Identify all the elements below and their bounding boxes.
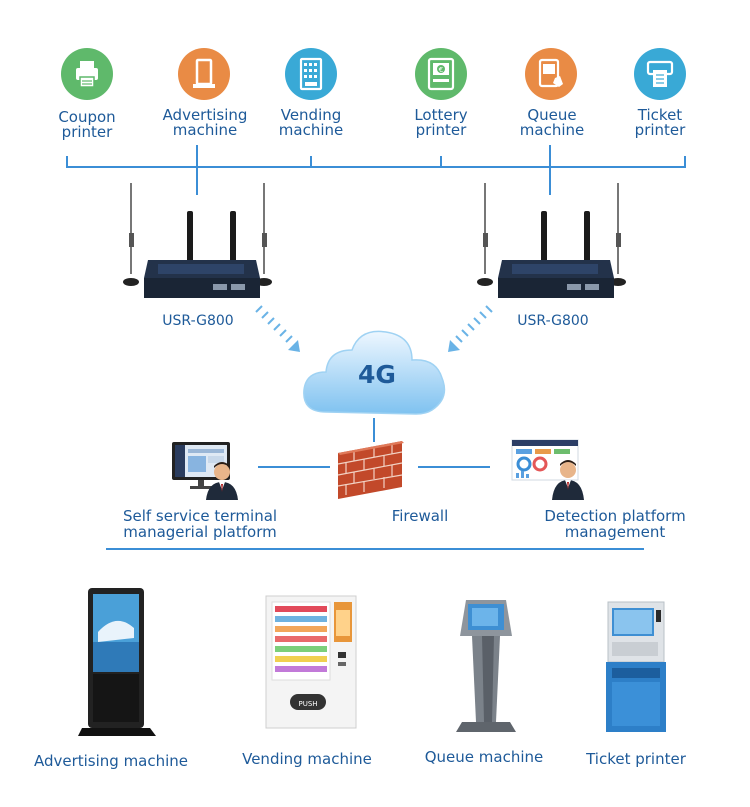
bottom-label-advertising: Advertising machine <box>33 752 189 770</box>
bus-tick-3 <box>310 156 312 167</box>
vending-push-text: PUSH <box>298 700 317 708</box>
bus-tick-2 <box>196 145 198 195</box>
cloud-label: 4G <box>358 360 396 389</box>
bus-tick-4 <box>440 156 442 167</box>
cloud-firewall-line <box>373 418 375 442</box>
ticket-printer-image <box>606 601 666 732</box>
signal-arrow-left <box>255 305 300 352</box>
bottom-label-queue: Queue machine <box>424 748 544 766</box>
router-right <box>477 183 626 298</box>
bus-tick-1 <box>66 156 68 167</box>
left-platform-line <box>258 466 330 468</box>
coupon-printer-circle <box>61 48 113 100</box>
ticket-printer-icon <box>646 60 674 87</box>
advertising-machine-circle <box>178 48 230 100</box>
bus-tick-5 <box>549 145 551 195</box>
svg-text:€: € <box>439 66 443 74</box>
kiosk-icon <box>193 58 215 88</box>
detection-platform-icon <box>511 439 584 500</box>
router-left-label: USR-G800 <box>162 313 234 329</box>
cloud-4g <box>303 330 446 415</box>
firewall-icon <box>337 441 404 499</box>
vending-icon <box>299 57 323 91</box>
lottery-printer-circle: € <box>415 48 467 100</box>
ticket-printer-circle <box>634 48 686 100</box>
queue-machine-circle <box>525 48 577 100</box>
printer-icon <box>76 61 98 88</box>
bottom-label-ticket: Ticket printer <box>586 750 686 768</box>
queue-machine-image <box>456 600 516 732</box>
firewall-label: Firewall <box>391 507 449 525</box>
bus-tick-6 <box>684 156 686 167</box>
touch-kiosk-icon <box>538 58 563 88</box>
self-service-platform-icon <box>172 442 238 500</box>
top-bus-line <box>66 166 686 168</box>
bottom-label-vending: Vending machine <box>242 750 372 768</box>
lottery-icon: € <box>427 57 455 91</box>
signal-arrow-right <box>448 305 493 352</box>
right-platform-line <box>418 466 490 468</box>
vending-machine-circle <box>285 48 337 100</box>
router-right-label: USR-G800 <box>517 313 589 329</box>
advertising-machine-image <box>78 588 156 736</box>
separator-line <box>106 548 644 550</box>
router-left <box>123 183 272 298</box>
vending-machine-image: PUSH <box>265 595 357 729</box>
